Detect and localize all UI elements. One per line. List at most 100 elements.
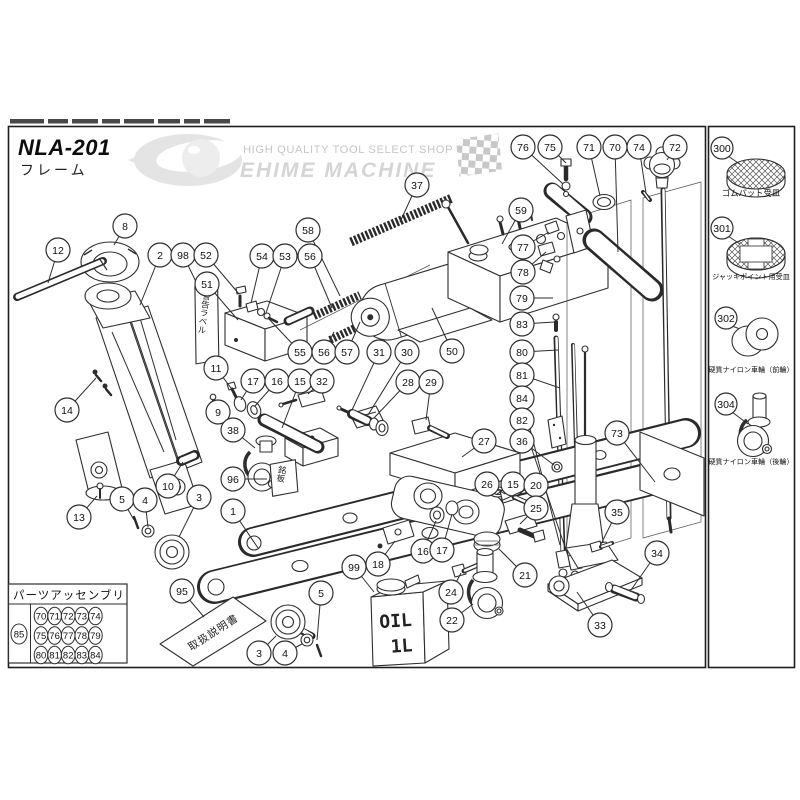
callout-number: 21 (519, 570, 531, 582)
assembly-number: 74 (90, 611, 101, 622)
sidebar: 300 ゴムパット受皿 301 ジャッキポイント用受皿 302 (708, 136, 794, 466)
callout-79: 79 (509, 285, 553, 311)
svg-text:硬質ナイロン車輪（前輪）: 硬質ナイロン車輪（前輪） (708, 365, 793, 374)
page-subtitle: フレーム (20, 162, 88, 178)
callout-71: 71 (576, 134, 602, 197)
callout-83: 83 (509, 311, 556, 337)
sidebar-border (707, 125, 796, 669)
callout-72: 72 (662, 134, 688, 161)
callout-17: 17 (429, 513, 455, 563)
callout-number: 34 (651, 548, 663, 560)
callout-number: 14 (61, 405, 73, 417)
title-block: NLA-201 フレーム (18, 135, 111, 178)
callout-number: 9 (215, 407, 221, 419)
callout-11: 11 (203, 355, 232, 389)
handle-rod (13, 257, 108, 301)
callout-3: 3 (178, 484, 212, 538)
callout-number: 57 (341, 347, 353, 359)
callout-99: 99 (341, 554, 375, 593)
rear-caster-drawing (736, 392, 773, 458)
callout-number: 95 (176, 586, 188, 598)
svg-text:硬質ナイロン車輪（後輪）: 硬質ナイロン車輪（後輪） (708, 457, 793, 466)
callout-number: 80 (516, 347, 528, 359)
logo-sphere-highlight (188, 146, 200, 154)
callout-81: 81 (509, 362, 561, 389)
callout-number: 74 (633, 142, 645, 154)
callout-26: 26 (474, 471, 506, 497)
cropped-top-text (10, 119, 230, 124)
callout-number: 36 (516, 436, 528, 448)
assembly-number: 76 (49, 631, 60, 642)
callout-20: 20 (502, 472, 549, 501)
callout-number: 30 (401, 347, 413, 359)
callout-4: 4 (272, 640, 303, 666)
callout-56: 56 (311, 331, 337, 365)
callout-28: 28 (373, 369, 421, 419)
callout-number: 13 (73, 512, 85, 524)
page-title: NLA-201 (18, 135, 111, 160)
front-wheels (132, 515, 323, 658)
callout-number: 54 (256, 251, 268, 263)
callout-5: 5 (308, 580, 334, 641)
assembly-number: 73 (77, 611, 88, 622)
callout-55: 55 (267, 317, 313, 365)
assembly-number: 78 (77, 631, 88, 642)
callout-33: 33 (576, 591, 613, 638)
callout-number: 75 (544, 142, 556, 154)
callout-number: 76 (517, 142, 529, 154)
logo-name: EHIME MACHINE (240, 159, 436, 182)
callout-95: 95 (169, 578, 205, 618)
callout-number: 56 (304, 251, 316, 263)
callout-96: 96 (220, 466, 267, 492)
callout-24: 24 (438, 572, 464, 605)
callout-number: 38 (227, 425, 239, 437)
jack-point-pad-drawing (726, 237, 786, 279)
callout-number: 71 (583, 142, 595, 154)
callout-54: 54 (249, 243, 275, 304)
callout-number: 3 (256, 648, 262, 660)
callout-number: 51 (201, 279, 213, 291)
callout-80: 80 (509, 339, 559, 365)
callout-number: 16 (417, 546, 429, 558)
callout-29: 29 (418, 369, 444, 421)
callout-5: 5 (109, 486, 135, 521)
callout-9: 9 (205, 399, 231, 425)
jack-base (547, 345, 646, 612)
callout-number: 18 (372, 559, 384, 571)
callout-number: 99 (348, 562, 360, 574)
svg-text:銘板: 銘板 (275, 464, 288, 484)
callout-number: 70 (609, 142, 621, 154)
callout-number: 3 (196, 492, 202, 504)
rubber-pad-drawing (726, 158, 786, 198)
callout-number: 12 (52, 245, 64, 257)
callout-56: 56 (297, 243, 333, 309)
callout-2: 2 (139, 242, 173, 306)
callout-78: 78 (510, 251, 547, 285)
callout-58: 58 (295, 217, 341, 297)
warning-label: 警告ラベル (194, 282, 220, 365)
callout-8: 8 (112, 213, 138, 246)
svg-text:300: 300 (713, 143, 731, 155)
callout-57: 57 (334, 321, 361, 365)
oil-label: OIL (379, 610, 413, 633)
callout-number: 55 (294, 347, 306, 359)
callout-number: 16 (271, 376, 283, 388)
checkered-flag-icon (456, 133, 502, 177)
callout-number: 10 (162, 481, 174, 493)
svg-text:301: 301 (713, 223, 731, 235)
oil-size-label: 1L (390, 635, 413, 657)
svg-text:ジャッキポイント用受皿: ジャッキポイント用受皿 (712, 272, 790, 281)
callout-number: 1 (230, 506, 236, 518)
logo-tagline: HIGH QUALITY TOOL SELECT SHOP (243, 144, 453, 156)
swivel-caster (466, 547, 504, 620)
front-wheel-drawing (731, 317, 779, 357)
exploded-view-art: 警告ラベル (13, 146, 705, 667)
callout-16: 16 (254, 368, 290, 407)
callout-77: 77 (510, 231, 550, 260)
main-diagram-border (7, 125, 707, 669)
callout-number: 96 (227, 474, 239, 486)
callout-number: 5 (318, 588, 324, 600)
